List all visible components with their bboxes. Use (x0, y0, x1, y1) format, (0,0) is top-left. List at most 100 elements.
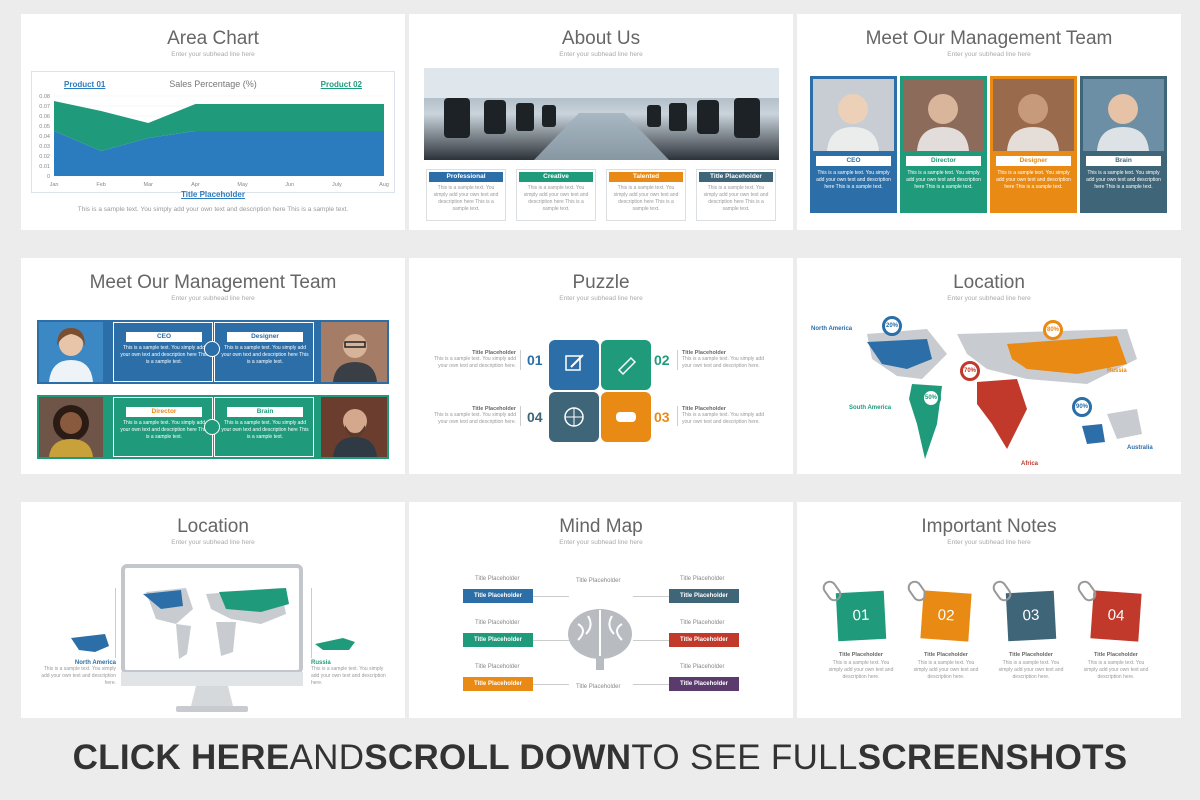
mindmap-left-title: Title Placeholder (475, 664, 520, 670)
note-title: Title Placeholder (924, 652, 968, 658)
slide-location-world[interactable]: Location Enter your subhead line here 20… (797, 258, 1181, 474)
photo-director (39, 397, 103, 457)
mindmap-right-box[interactable]: Title Placeholder (669, 589, 739, 603)
puzzle-num-04: 04 (527, 409, 543, 425)
note-card-04: 04 (1090, 590, 1142, 642)
connector-circle (204, 419, 220, 435)
connector-line (533, 684, 569, 685)
y-tick-label: 0.04 (39, 134, 50, 140)
monitor-graphic (121, 564, 303, 712)
note-text: This is a sample text. You simply add yo… (1083, 660, 1149, 680)
mindmap-right-box[interactable]: Title Placeholder (669, 633, 739, 647)
slide-important-notes[interactable]: Important Notes Enter your subhead line … (797, 502, 1181, 718)
slide-subhead: Enter your subhead line here (171, 295, 255, 302)
member-role: Brain (227, 407, 303, 417)
slide-mind-map[interactable]: Mind Map Enter your subhead line here Ti… (409, 502, 793, 718)
y-tick-label: 0.06 (39, 114, 50, 120)
about-card-label: Creative (519, 172, 593, 182)
puzzle-num-01: 01 (527, 352, 543, 368)
about-card-text: This is a sample text. You simply add yo… (523, 185, 589, 212)
puzzle-num-03: 03 (654, 409, 670, 425)
connector-line (533, 640, 569, 641)
member-text: This is a sample text. You simply add yo… (906, 170, 981, 190)
mindmap-left-title: Title Placeholder (475, 620, 520, 626)
slide-about-us[interactable]: About Us Enter your subhead line here Pr… (409, 14, 793, 230)
x-tick-label: May (237, 182, 248, 188)
mindmap-right-box[interactable]: Title Placeholder (669, 677, 739, 691)
region-text-russia: Russia This is a sample text. You simply… (311, 660, 386, 686)
mindmap-left-box[interactable]: Title Placeholder (463, 633, 533, 647)
area-series-2 (54, 101, 384, 151)
slide-subhead: Enter your subhead line here (559, 539, 643, 546)
pin-russia: 80% (1043, 320, 1063, 340)
label-australia: Australia (1127, 445, 1153, 451)
x-tick-label: July (332, 182, 342, 188)
puzzle-text-01: Title Placeholder This is a sample text.… (431, 350, 521, 370)
member-role: Director (906, 156, 981, 166)
member-role: CEO (816, 156, 891, 166)
chart-title: Sales Percentage (%) (169, 79, 257, 89)
member-photo (993, 79, 1074, 151)
mindmap-right-title: Title Placeholder (680, 620, 725, 626)
y-tick-label: 0 (47, 174, 50, 180)
member-text: This is a sample text. You simply add yo… (120, 345, 208, 365)
slide-title: Location (953, 272, 1025, 293)
slide-title: Important Notes (921, 516, 1057, 537)
member-role: Director (126, 407, 202, 417)
about-card-text: This is a sample text. You simply add yo… (703, 185, 769, 212)
slide-puzzle[interactable]: Puzzle Enter your subhead line here 01 0… (409, 258, 793, 474)
mindmap-left-box[interactable]: Title Placeholder (463, 589, 533, 603)
member-text: This is a sample text. You simply add yo… (816, 170, 891, 190)
puzzle-piece-01 (549, 340, 599, 390)
area-series-1 (54, 131, 384, 176)
slide-location-monitor[interactable]: Location Enter your subhead line here No… (21, 502, 405, 718)
connector-line (633, 684, 669, 685)
connector-circle (204, 341, 220, 357)
x-tick-label: Mar (144, 182, 154, 188)
x-tick-label: Apr (191, 182, 200, 188)
slide-subhead: Enter your subhead line here (559, 51, 643, 58)
mindmap-bottom-label: Title Placeholder (576, 684, 621, 690)
pin-africa: 70% (960, 361, 980, 381)
puzzle-num-02: 02 (654, 352, 670, 368)
about-card-label: Professional (429, 172, 503, 182)
pin-north-america: 20% (882, 316, 902, 336)
connector-line (633, 640, 669, 641)
brain-icon (568, 609, 632, 670)
note-card-01: 01 (835, 590, 887, 642)
slide-title: Puzzle (572, 272, 630, 293)
region-text-north-america: North America This is a sample text. You… (41, 660, 116, 686)
slide-subhead: Enter your subhead line here (171, 51, 255, 58)
x-tick-label: Jan (50, 182, 59, 188)
slide-title: Meet Our Management Team (865, 28, 1113, 49)
team-card-ceo: CEO This is a sample text. You simply add… (810, 76, 897, 213)
mindmap-left-box[interactable]: Title Placeholder (463, 677, 533, 691)
cta-scroll-down: SCROLL DOWN (364, 738, 632, 777)
mindmap-left-title: Title Placeholder (475, 576, 520, 582)
connector-line (115, 588, 116, 658)
member-text: This is a sample text. You simply add yo… (1086, 170, 1161, 190)
note-title: Title Placeholder (839, 652, 883, 658)
mindmap-right-title: Title Placeholder (680, 664, 725, 670)
photo-brain (321, 397, 387, 457)
cta-click-here[interactable]: CLICK HERE (72, 738, 290, 777)
member-photo (813, 79, 894, 151)
slide-management-team-1[interactable]: Meet Our Management Team Enter your subh… (797, 14, 1181, 230)
y-tick-label: 0.01 (39, 164, 50, 170)
y-tick-label: 0.03 (39, 144, 50, 150)
label-africa: Africa (1021, 461, 1039, 467)
cta-banner[interactable]: CLICK HERE AND SCROLL DOWN TO SEE FULL S… (0, 716, 1200, 800)
note-card-02: 02 (920, 590, 972, 642)
label-north-america: North America (811, 326, 853, 332)
slide-area-chart[interactable]: Area Chart Enter your subhead line here … (21, 14, 405, 230)
slide-subhead: Enter your subhead line here (171, 539, 255, 546)
slide-management-team-2[interactable]: Meet Our Management Team Enter your subh… (21, 258, 405, 474)
north-america-shape (71, 634, 109, 652)
note-text: This is a sample text. You simply add yo… (998, 660, 1064, 680)
